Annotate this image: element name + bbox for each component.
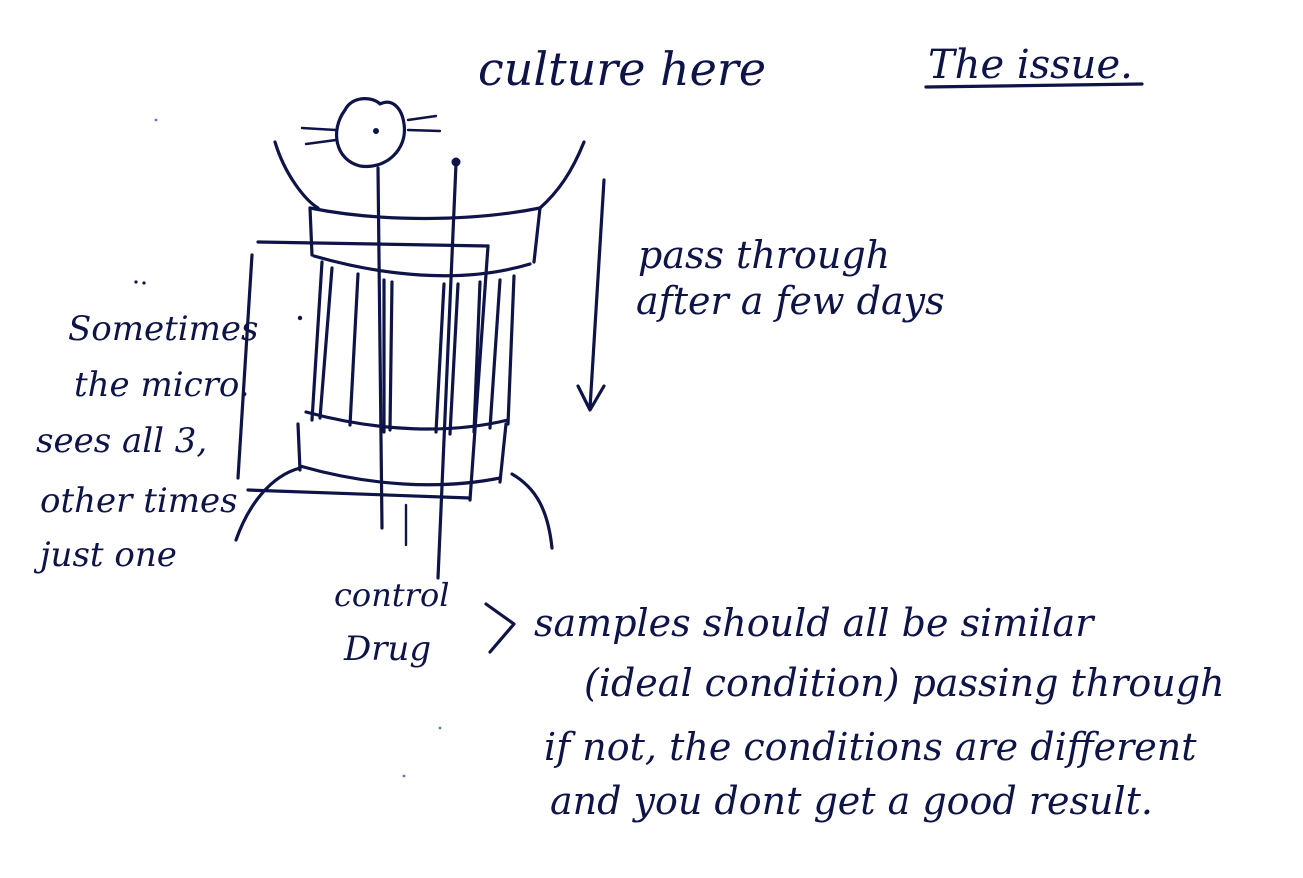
column-body bbox=[304, 260, 516, 436]
left-note-line-5: just one bbox=[33, 535, 177, 575]
outer-right-line bbox=[468, 244, 490, 502]
left-note-line-4: other times bbox=[40, 481, 238, 521]
lower-insert bbox=[246, 422, 508, 500]
pass-through-label: pass through bbox=[638, 233, 890, 277]
lower-bowl-right bbox=[510, 472, 554, 550]
bracket-icon bbox=[484, 602, 516, 654]
cell-face-icon bbox=[300, 97, 442, 169]
left-note: Sometimes the micro. sees all 3, other t… bbox=[33, 309, 258, 575]
after-days-label: after a few days bbox=[636, 279, 945, 323]
upper-insert bbox=[256, 206, 542, 278]
upper-bowl-right bbox=[538, 140, 586, 210]
right-note-line-2: (ideal condition) passing through bbox=[584, 661, 1225, 705]
control-label: control bbox=[334, 576, 449, 614]
right-note-line-1: samples should all be similar bbox=[534, 601, 1096, 645]
culture-label: culture here bbox=[478, 42, 766, 96]
drug-label: Drug bbox=[343, 629, 431, 669]
left-note-line-2: the micro. bbox=[74, 365, 250, 405]
right-note-line-4: and you dont get a good result. bbox=[550, 779, 1153, 823]
issue-heading: The issue. bbox=[924, 42, 1144, 89]
upper-bowl-left bbox=[273, 140, 320, 210]
outer-left-line bbox=[236, 253, 254, 480]
right-note-line-3: if not, the conditions are different bbox=[544, 725, 1197, 769]
issue-underline bbox=[924, 82, 1144, 89]
right-note: samples should all be similar (ideal con… bbox=[534, 601, 1225, 823]
lower-bowl-left bbox=[234, 466, 302, 542]
issue-label: The issue. bbox=[928, 42, 1133, 88]
left-note-line-1: Sometimes bbox=[68, 309, 258, 349]
down-arrow-icon bbox=[576, 178, 606, 412]
ink-specks bbox=[134, 118, 442, 778]
sample-strings bbox=[376, 157, 461, 580]
left-note-line-3: sees all 3, bbox=[36, 421, 207, 461]
